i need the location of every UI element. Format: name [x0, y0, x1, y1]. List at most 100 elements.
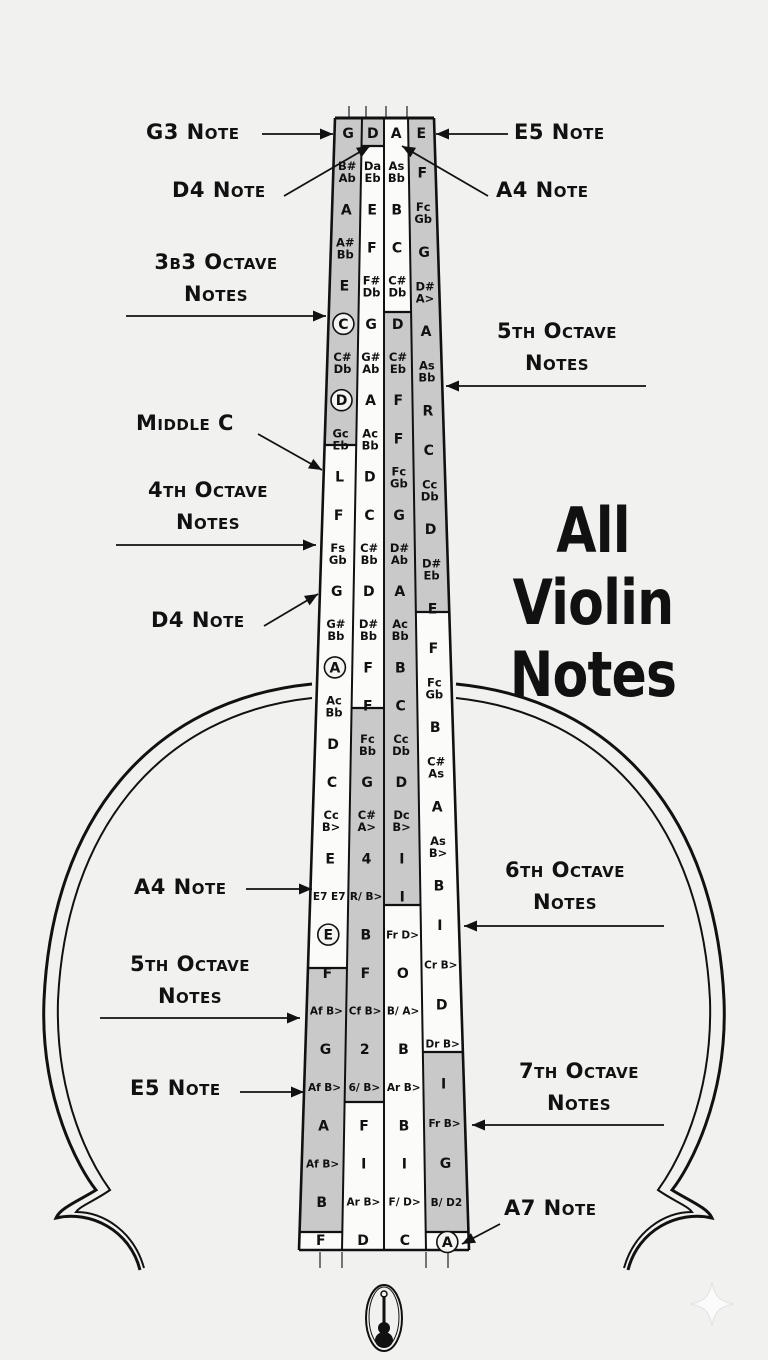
note-label: A#: [336, 236, 355, 250]
note-e-string: G: [418, 245, 430, 261]
note-label: Gb: [414, 212, 432, 226]
note-label: Ab: [391, 553, 408, 567]
note-label: A>: [416, 291, 435, 305]
note-label: 2: [360, 1042, 370, 1058]
note-label: Gc: [332, 426, 348, 440]
note-e-string: B/ D2: [431, 1197, 463, 1209]
sparkle-icon: [689, 1281, 735, 1327]
note-label: I: [399, 851, 404, 867]
note-label: Bb: [325, 706, 342, 720]
pointer-arrow: [436, 128, 508, 140]
note-d-string: 6/ B>: [349, 1082, 381, 1094]
note-label: B: [430, 720, 441, 736]
note-d-string: F#Db: [363, 274, 381, 300]
note-label: Bb: [337, 248, 354, 262]
note-a-string: C#Eb: [389, 350, 407, 376]
note-label: G: [361, 775, 373, 791]
note-e-string: C#As: [427, 755, 445, 781]
string-column-shade: [361, 118, 384, 146]
note-label: Ab: [339, 171, 356, 185]
note-label: A: [442, 1235, 453, 1251]
note-label: A: [365, 393, 376, 409]
label-line: 7th Octave: [518, 1059, 640, 1083]
arrow-head: [402, 146, 417, 158]
label-d4-note-mid: D4 Note: [151, 608, 245, 632]
string-column-shade: [299, 968, 347, 1232]
note-g-string: Af B>: [308, 1082, 341, 1094]
note-d-string: 4: [362, 851, 372, 867]
note-e-string: E: [428, 601, 438, 617]
note-a-string: B: [391, 202, 402, 218]
note-label: C: [364, 508, 374, 524]
note-d-string: C#Bb: [360, 541, 378, 567]
note-label: B>: [392, 820, 410, 834]
note-label: Bb: [362, 438, 379, 452]
note-d-string: G: [365, 317, 377, 333]
note-label: A: [421, 324, 432, 340]
note-g-string: Af B>: [310, 1006, 343, 1018]
arrow-head: [299, 883, 312, 895]
label-line: Notes: [546, 1091, 612, 1115]
note-label: D: [395, 775, 407, 791]
arrow-head: [304, 594, 318, 606]
note-label: Bb: [388, 171, 405, 185]
note-label: Ac: [392, 617, 408, 631]
note-circle: [330, 388, 353, 412]
note-label: D: [425, 522, 437, 538]
note-label: I: [437, 918, 442, 934]
note-label: B/ A>: [387, 1006, 419, 1018]
note-label: Eb: [333, 438, 349, 452]
label-line: Notes: [524, 351, 590, 375]
note-d-string: Cf B>: [349, 1006, 382, 1018]
note-e-string: D#Eb: [422, 557, 441, 583]
note-label: Fc: [427, 676, 442, 690]
label-line: 5th Octave: [496, 319, 618, 343]
note-label: I: [441, 1077, 446, 1093]
pointer-arrow: [240, 1086, 304, 1098]
label-a7-note: A7 Note: [504, 1196, 597, 1220]
note-label: F: [363, 660, 373, 676]
label-line: Notes: [157, 984, 223, 1008]
arrow-head: [472, 1119, 485, 1131]
note-g-string: A#Bb: [336, 236, 355, 262]
note-label: Ac: [362, 426, 378, 440]
note-circle: [436, 1230, 459, 1254]
note-label: Da: [364, 159, 381, 173]
note-label: Ar B>: [387, 1082, 421, 1094]
note-a-string: I: [399, 851, 404, 867]
pointer-arrow: [283, 145, 371, 197]
note-label: Bb: [361, 553, 378, 567]
note-label: As: [428, 767, 444, 781]
note-e-string: I: [441, 1077, 446, 1093]
note-a-string: C#Db: [388, 274, 406, 300]
note-label: D: [367, 126, 379, 142]
note-g-string: G: [331, 584, 343, 600]
note-label: G: [418, 245, 430, 261]
note-g-string: F: [323, 966, 333, 982]
note-d-string: C: [364, 508, 374, 524]
note-e-string: B: [434, 879, 445, 895]
note-g-string: C#Db: [333, 350, 351, 376]
note-label: A: [391, 126, 402, 142]
title-line: Notes: [509, 638, 677, 711]
note-label: C: [396, 699, 406, 715]
note-d-string: F: [361, 966, 371, 982]
note-d-string: Ar B>: [347, 1197, 381, 1209]
note-a-string: Ar B>: [387, 1082, 421, 1094]
note-label: D: [336, 393, 348, 409]
note-g-string: A: [341, 202, 352, 218]
pointer-arrow: [446, 380, 646, 392]
note-label: C#: [427, 755, 445, 769]
note-label: Db: [421, 489, 439, 503]
note-label: A: [394, 584, 405, 600]
note-label: Af B>: [306, 1158, 339, 1170]
note-g-string: L: [335, 470, 344, 486]
note-label: G#: [361, 350, 380, 364]
note-label: F: [323, 966, 333, 982]
note-label: B: [434, 879, 445, 895]
arrow-head: [313, 310, 326, 322]
note-label: C#: [333, 350, 351, 364]
